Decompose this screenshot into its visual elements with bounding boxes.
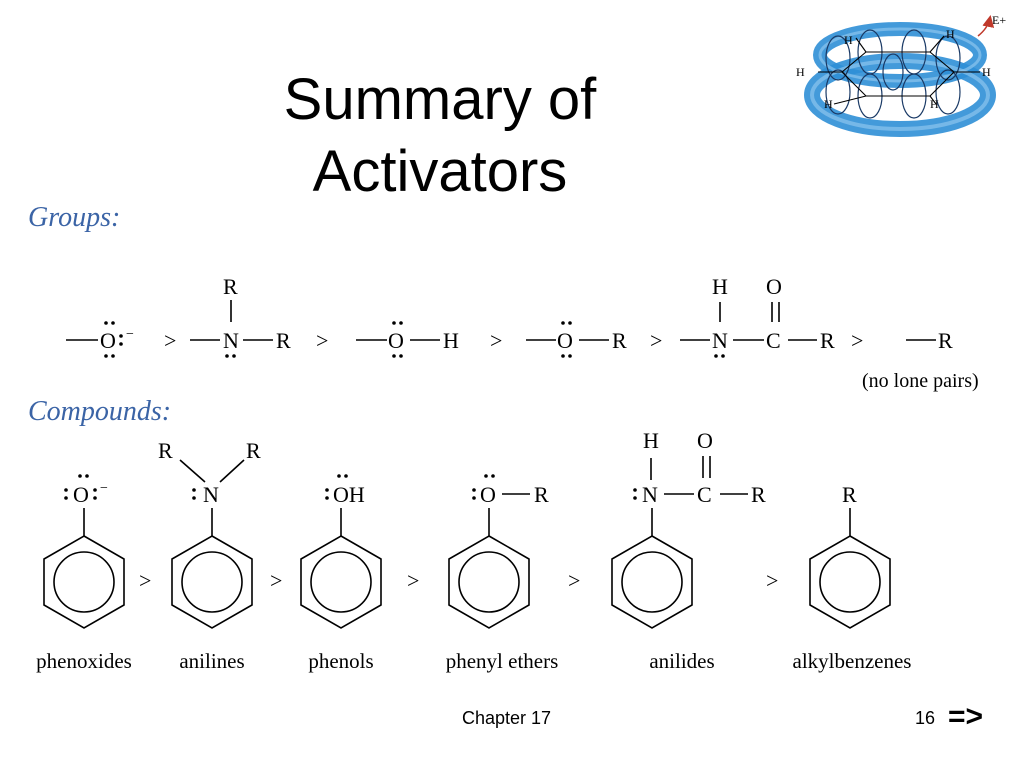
atom-R: R [223,274,238,299]
atom-H: H [712,274,728,299]
compound-name: phenols [308,649,373,673]
benzene-pi-cloud-figure: H H H H H H E+ [796,13,1006,137]
hydrogen-label: H [824,97,833,111]
atom-O: O [766,274,782,299]
hydrogen-label: H [946,27,955,41]
compound-name: alkylbenzenes [793,649,912,673]
atom-R: R [246,438,261,463]
atom-O: O [73,482,89,507]
atom-R: R [612,328,627,353]
groups-row: O − > N R R > O H > O R > N H [66,274,979,392]
atom-R: R [534,482,549,507]
atom-N: N [712,328,728,353]
atom-C: C [697,482,712,507]
charge-minus: − [126,327,134,342]
atom-N: N [203,482,219,507]
hydrogen-label: H [796,65,805,79]
atom-O: O [388,328,404,353]
benzene-ring [448,508,530,629]
greater-than-sign: > [164,328,176,353]
benzene-ring [43,508,125,629]
atom-OH: OH [333,482,365,507]
page-number: 16 [915,708,936,728]
atom-H: H [643,428,659,453]
compound-name: phenyl ethers [446,649,559,673]
atom-R: R [842,482,857,507]
benzene-ring [300,508,382,629]
greater-than-sign: > [407,568,419,593]
footer-chapter: Chapter 17 [462,708,552,728]
electrophile-label: E+ [992,13,1006,27]
hydrogen-label: H [930,97,939,111]
atom-O: O [480,482,496,507]
benzene-ring [611,508,693,629]
hydrogen-label: H [982,65,991,79]
charge-minus: − [100,481,108,496]
no-lone-pairs-note: (no lone pairs) [862,370,979,392]
hydrogen-label: H [844,33,853,47]
greater-than-sign: > [568,568,580,593]
greater-than-sign: > [270,568,282,593]
title-line-1: Summary of [283,67,597,132]
greater-than-sign: > [650,328,662,353]
atom-H: H [443,328,459,353]
slide-title: Summary of Activators [250,64,630,208]
compound-name: phenoxides [36,649,132,673]
greater-than-sign: > [766,568,778,593]
atom-R: R [276,328,291,353]
compounds-row: O − N R R OH O R N H C O R R [36,428,911,673]
greater-than-sign: > [316,328,328,353]
atom-R: R [938,328,953,353]
atom-R: R [820,328,835,353]
atom-O: O [697,428,713,453]
atom-R: R [158,438,173,463]
activators-diagram: H H H H H H E+ O − > N R R > O [36,13,1006,673]
greater-than-sign: > [139,568,151,593]
benzene-ring [809,508,891,629]
benzene-ring [171,508,253,629]
compound-name: anilines [179,649,244,673]
title-line-2: Activators [312,139,568,204]
compounds-label: Compounds: [28,396,172,427]
atom-O: O [557,328,573,353]
atom-O: O [100,328,116,353]
compound-name: anilides [649,649,714,673]
atom-N: N [642,482,658,507]
atom-C: C [766,328,781,353]
atom-R: R [751,482,766,507]
greater-than-sign: > [851,328,863,353]
groups-label: Groups: [28,202,121,233]
next-slide-link[interactable]: => [948,700,984,733]
greater-than-sign: > [490,328,502,353]
electrophile-arrow [977,15,995,37]
atom-N: N [223,328,239,353]
